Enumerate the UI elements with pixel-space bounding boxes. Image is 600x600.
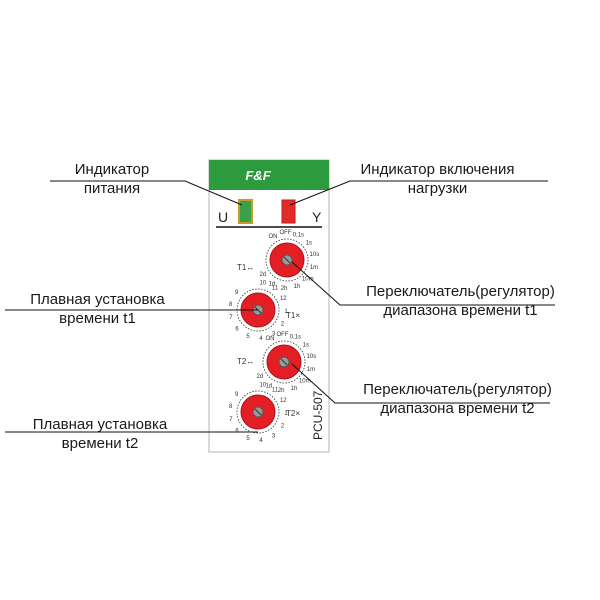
- callout-fine-t1: Плавная установка времени t1: [10, 290, 185, 328]
- t2-fine-tick-label: 7: [229, 417, 233, 423]
- t1-fine-tick-label: 8: [229, 302, 233, 308]
- t2-fine-tick-label: 1: [284, 411, 288, 417]
- t1-range-knob-screw-slot: [283, 256, 291, 264]
- t1-fine-tick-label: 11: [272, 286, 279, 292]
- t1-range-tick-label: 10m: [302, 277, 314, 283]
- logo-band: [209, 160, 329, 190]
- callout-fine-t2: Плавная установка времени t2: [5, 415, 195, 453]
- callout-range-t2: Переключатель(регулятор) диапазона време…: [335, 380, 580, 418]
- t1-range-tick-label: 2h: [281, 286, 288, 292]
- callout-line: Индикатор: [74, 161, 150, 178]
- t2-fine-label: T2×: [286, 409, 300, 418]
- t2-range-tick-label: OFF: [277, 332, 289, 338]
- callout-line: Переключатель(регулятор): [366, 283, 555, 300]
- load-symbol: Y: [312, 209, 322, 225]
- t2-range-tick-label: 10s: [307, 354, 317, 360]
- t2-fine-knob-scale-ring: [236, 390, 280, 434]
- t2-range-tick-label: 1h: [291, 386, 298, 392]
- t2-range-tick-label: 2h: [278, 388, 285, 394]
- t1-fine-tick-label: 2: [281, 322, 285, 328]
- t2-fine-tick-label: 11: [272, 388, 279, 394]
- t1-range-tick-label: 0,1s: [293, 232, 304, 238]
- t2-range-tick-label: 1s: [303, 342, 309, 348]
- load-indicator-led: [281, 199, 296, 224]
- t1-range-tick-label: 2d: [259, 272, 266, 278]
- t2-fine-tick-label: 10: [260, 382, 267, 388]
- brand-logo: F&F: [245, 168, 271, 183]
- leader-load-indicator: [289, 180, 548, 206]
- t2-fine-tick-label: 4: [259, 438, 263, 444]
- power-symbol: U: [218, 209, 228, 225]
- callout-line: Индикатор включения: [360, 161, 515, 178]
- t2-range-tick-label: 2d: [256, 374, 263, 380]
- t1-fine-tick-label: 9: [235, 290, 239, 296]
- callout-line: питания: [83, 180, 141, 197]
- leader-range-t1: [291, 261, 555, 306]
- leader-power-indicator: [50, 180, 243, 206]
- t2-fine-tick-label: 2: [281, 424, 285, 430]
- power-indicator-led: [238, 199, 253, 224]
- t2-range-tick-label: 0,1s: [290, 334, 301, 340]
- t1-fine-tick-label: 10: [260, 280, 267, 286]
- t1-fine-tick-label: 12: [280, 296, 287, 302]
- callout-power-indicator: Индикатор питания: [52, 160, 172, 198]
- t1-range-tick-label: 1m: [310, 265, 318, 271]
- t1-range-tick-label: 1s: [306, 240, 312, 246]
- leader-range-t2: [291, 363, 550, 404]
- t1-fine-knob-scale-ring: [236, 288, 280, 332]
- t1-range-label: T1↔: [237, 263, 254, 272]
- callout-range-t1: Переключатель(регулятор) диапазона време…: [338, 282, 583, 320]
- callout-line: Плавная установка: [30, 291, 165, 308]
- t2-range-tick-label: 1d: [265, 384, 272, 390]
- callout-line: диапазона времени t1: [383, 302, 538, 319]
- callout-line: Плавная установка: [32, 416, 168, 433]
- t1-fine-tick-label: 1: [284, 309, 288, 315]
- t2-fine-knob-screw-slot: [254, 408, 262, 416]
- callout-line: нагрузки: [407, 180, 468, 197]
- t2-range-label: T2↔: [237, 357, 254, 366]
- callout-line: времени t2: [61, 435, 139, 452]
- t2-range-tick-label: ON: [266, 336, 275, 342]
- t1-range-tick-label: 1d: [268, 282, 275, 288]
- t2-fine-tick-label: 3: [272, 433, 276, 439]
- t1-fine-label: T1×: [286, 311, 300, 320]
- t2-fine-tick-label: 12: [280, 398, 287, 404]
- t1-fine-tick-label: 4: [259, 336, 263, 342]
- t1-range-knob-scale-ring: [265, 238, 309, 282]
- model-label: PCU-507: [311, 390, 325, 440]
- t2-fine-tick-label: 9: [235, 392, 239, 398]
- t2-range-tick-label: 1m: [307, 367, 315, 373]
- callout-load-indicator: Индикатор включения нагрузки: [345, 160, 530, 198]
- t1-range-tick-label: OFF: [280, 230, 292, 236]
- t1-fine-tick-label: 3: [272, 331, 276, 337]
- t1-range-tick-label: ON: [269, 234, 278, 240]
- t2-range-knob-scale-ring: [262, 340, 306, 384]
- t1-range-tick-label: 1h: [294, 284, 301, 290]
- t1-fine-tick-label: 5: [246, 334, 250, 340]
- t2-fine-tick-label: 5: [246, 436, 250, 442]
- t2-range-tick-label: 10m: [299, 379, 311, 385]
- t1-range-tick-label: 10s: [310, 252, 320, 258]
- callout-line: диапазона времени t2: [380, 400, 535, 417]
- t1-fine-tick-label: 6: [235, 327, 239, 333]
- t2-range-knob-screw-slot: [280, 358, 288, 366]
- callout-line: времени t1: [59, 310, 136, 327]
- t2-fine-tick-label: 8: [229, 404, 233, 410]
- t1-fine-tick-label: 7: [229, 315, 233, 321]
- callout-line: Переключатель(регулятор): [363, 381, 552, 398]
